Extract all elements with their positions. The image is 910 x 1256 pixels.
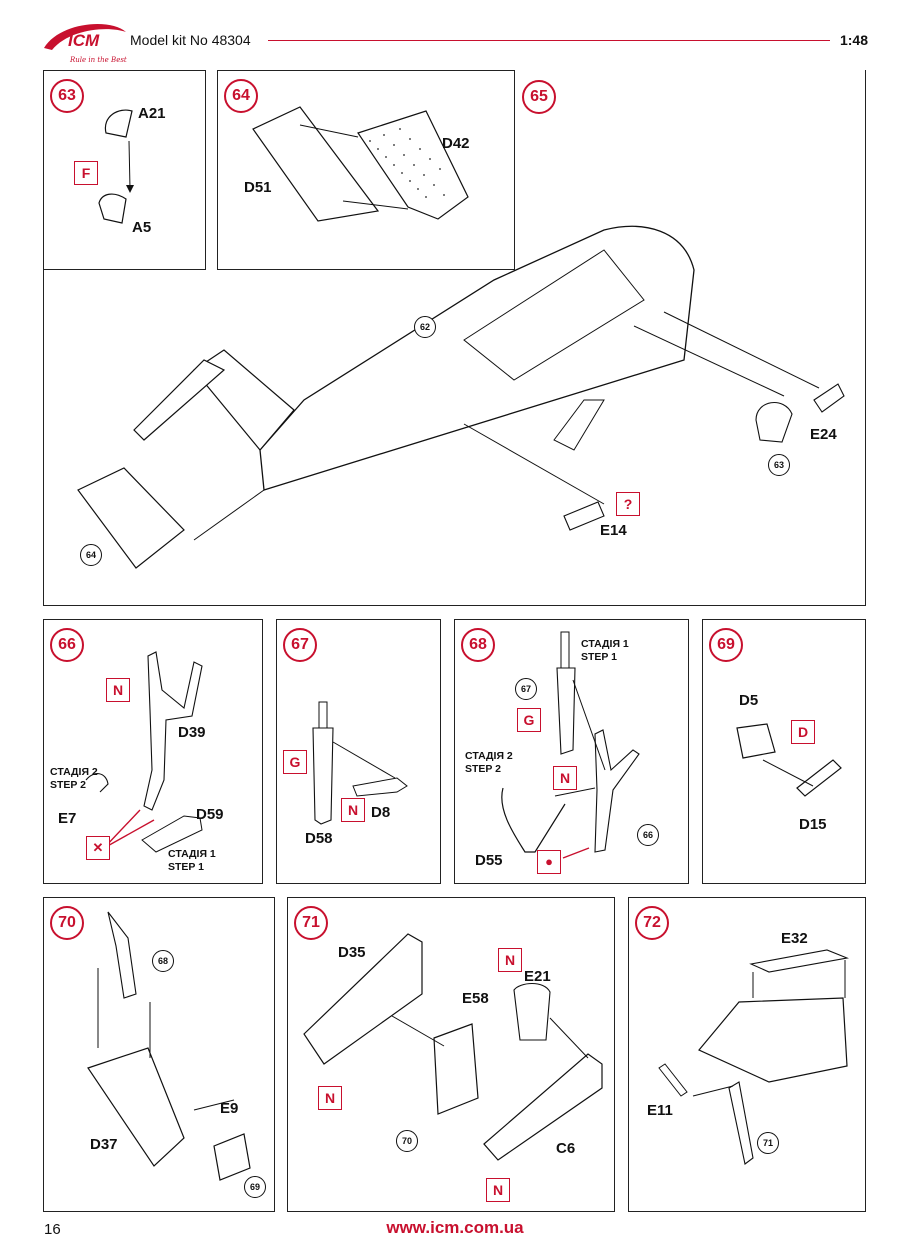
- reference-step-69: 69: [244, 1176, 266, 1198]
- page-header: ICM Rule in the Best Model kit No 48304 …: [0, 0, 910, 70]
- step-number: 70: [50, 906, 84, 940]
- step-number: 66: [50, 628, 84, 662]
- step-71-drawing: [303, 933, 603, 1161]
- kit-title: Model kit No 48304: [130, 32, 251, 48]
- step-number: 71: [294, 906, 328, 940]
- part-label: E11: [647, 1102, 673, 1119]
- part-label: D59: [196, 806, 224, 823]
- part-label: D5: [739, 692, 759, 709]
- svg-text:Rule in the Best: Rule in the Best: [69, 56, 127, 64]
- no-glue-icon: ✕: [86, 836, 110, 860]
- step-number: 69: [709, 628, 743, 662]
- part-label: A5: [132, 219, 152, 236]
- step-66-drawing: [85, 651, 203, 853]
- paint-marker: N: [486, 1178, 510, 1202]
- step-69-panel: 69 D5 D D15: [702, 619, 866, 884]
- step-72-panel: 72 E32 E11 71: [628, 897, 866, 1212]
- website-link[interactable]: www.icm.com.ua: [386, 1218, 524, 1237]
- paint-marker: N: [318, 1086, 342, 1110]
- step-63-panel: 63 A21 F A5: [43, 70, 206, 270]
- paint-marker: N: [341, 798, 365, 822]
- header-rule: [268, 40, 830, 41]
- reference-step-68: 68: [152, 950, 174, 972]
- step-64-drawing: [252, 106, 469, 222]
- step-64-panel: 64 D42 D51: [217, 70, 515, 270]
- paint-marker: D: [791, 720, 815, 744]
- paint-marker: G: [283, 750, 307, 774]
- step-63-drawing: [98, 109, 134, 224]
- glue-drop-icon: ●: [537, 850, 561, 874]
- reference-step-71: 71: [757, 1132, 779, 1154]
- svg-text:ICM: ICM: [68, 31, 100, 50]
- part-label: D42: [442, 135, 470, 152]
- part-label: D55: [475, 852, 503, 869]
- part-label: D15: [799, 816, 827, 833]
- part-label: C6: [556, 1140, 576, 1157]
- reference-step-64: 64: [80, 544, 102, 566]
- step-70-panel: 70 68 E9 D37 69: [43, 897, 275, 1212]
- step-number: 68: [461, 628, 495, 662]
- paint-marker: N: [106, 678, 130, 702]
- reference-step-67: 67: [515, 678, 537, 700]
- optional-part-marker: ?: [616, 492, 640, 516]
- part-label: E21: [524, 968, 551, 985]
- paint-marker: N: [498, 948, 522, 972]
- step-68-drawing: [501, 631, 640, 859]
- scale-label: 1:48: [839, 32, 868, 48]
- step-number: 65: [522, 80, 556, 114]
- part-label: E14: [600, 522, 627, 539]
- step-number: 72: [635, 906, 669, 940]
- part-label: D37: [90, 1136, 118, 1153]
- part-label: E9: [220, 1100, 239, 1117]
- part-label: E32: [781, 930, 808, 947]
- reference-step-63: 63: [768, 454, 790, 476]
- part-label: D51: [244, 179, 272, 196]
- reference-step-70: 70: [396, 1130, 418, 1152]
- step-number: 63: [50, 79, 84, 113]
- part-label: E7: [58, 810, 77, 827]
- step-71-panel: 71 D35 N E21 E58 N 70 C6 N: [287, 897, 615, 1212]
- step-number: 67: [283, 628, 317, 662]
- page-number: 16: [44, 1221, 61, 1238]
- icm-logo: ICM Rule in the Best: [40, 18, 130, 66]
- reference-step-62: 62: [414, 316, 436, 338]
- part-label: E24: [810, 426, 837, 443]
- part-label: A21: [138, 105, 166, 122]
- part-label: D35: [338, 944, 366, 961]
- reference-step-66: 66: [637, 824, 659, 846]
- part-label: D39: [178, 724, 206, 741]
- step-65-panel: 65 62 63 64 E24 ? E14: [43, 70, 866, 606]
- part-label: E58: [462, 990, 489, 1007]
- paint-marker: N: [553, 766, 577, 790]
- step-70-drawing: [87, 911, 251, 1181]
- step-number: 64: [224, 79, 258, 113]
- step-67-drawing: [312, 701, 408, 825]
- part-label: D8: [371, 804, 391, 821]
- paint-marker: F: [74, 161, 98, 185]
- step-65-drawing: [77, 225, 845, 569]
- paint-marker: G: [517, 708, 541, 732]
- step-69-drawing: [736, 723, 842, 797]
- step-67-panel: 67 G N D8 D58: [276, 619, 441, 884]
- step-72-drawing: [658, 949, 849, 1165]
- part-label: D58: [305, 830, 333, 847]
